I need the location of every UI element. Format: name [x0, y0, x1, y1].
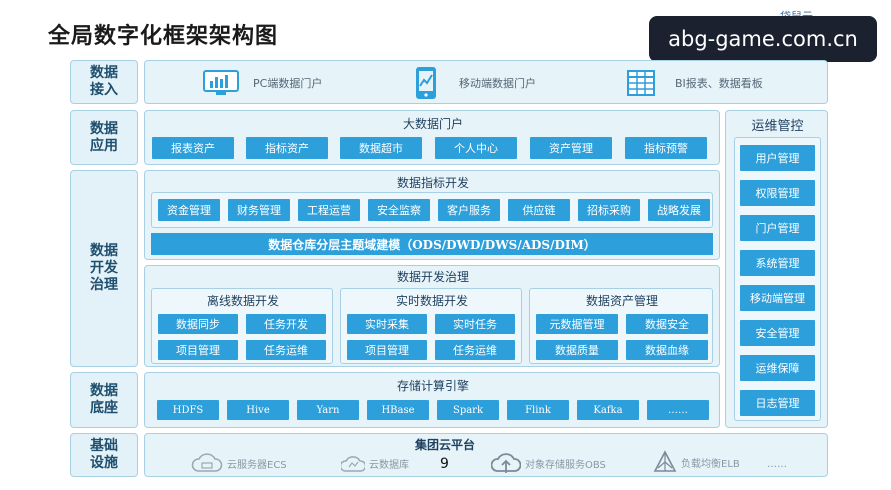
panel-title: 集团云平台: [414, 438, 475, 452]
access-bi-dashboard: BI报表、数据看板: [627, 69, 763, 97]
portal-button-data-market[interactable]: 数据超市: [340, 137, 422, 159]
label-data-development: 数据 开发 治理: [70, 170, 138, 367]
engine-button-hbase[interactable]: HBase: [367, 400, 429, 420]
ops-button-portal-mgmt[interactable]: 门户管理: [740, 215, 815, 241]
infra-elb: 负载均衡ELB: [653, 449, 740, 475]
mobile-phone-icon: [416, 67, 436, 99]
ops-button-user-mgmt[interactable]: 用户管理: [740, 145, 815, 171]
cloud-database-icon: [341, 456, 365, 472]
infra-item-label: 负载均衡ELB: [681, 458, 740, 470]
access-mobile-portal: 移动端数据门户: [415, 65, 536, 101]
engine-button-hive[interactable]: Hive: [227, 400, 289, 420]
ops-management-panel: 运维管控 用户管理 权限管理 门户管理 系统管理 移动端管理 安全管理 运维保障…: [725, 110, 828, 428]
realtime-development-group: 实时数据开发 实时采集 实时任务 项目管理 任务运维: [340, 288, 522, 364]
indicator-button-funds[interactable]: 资金管理: [158, 199, 220, 221]
offline-button-data-sync[interactable]: 数据同步: [158, 314, 238, 334]
access-pc-portal: PC端数据门户: [203, 69, 322, 97]
panel-title: 数据指标开发: [396, 176, 469, 190]
engine-button-kafka[interactable]: Kafka: [577, 400, 639, 420]
offline-button-task-dev[interactable]: 任务开发: [246, 314, 326, 334]
ops-button-ops-support[interactable]: 运维保障: [740, 355, 815, 381]
asset-button-security[interactable]: 数据安全: [626, 314, 708, 334]
label-data-access: 数据 接入: [70, 60, 138, 104]
warehouse-modeling-bar[interactable]: 数据仓库分层主题域建模（ODS/DWD/DWS/ADS/DIM）: [151, 233, 713, 255]
infra-more: ……: [767, 454, 787, 474]
indicator-button-finance[interactable]: 财务管理: [228, 199, 290, 221]
infra-item-label: 对象存储服务OBS: [525, 459, 606, 471]
group-title: 实时数据开发: [395, 294, 468, 308]
access-item-label: 移动端数据门户: [459, 77, 536, 90]
cloud-upload-icon: [491, 453, 521, 473]
load-balancer-icon: [653, 450, 677, 472]
group-cloud-panel: 集团云平台 云服务器ECS 云数据库 对象存储服务OBS 负载均衡ELB: [144, 433, 828, 477]
portal-button-personal-center[interactable]: 个人中心: [435, 137, 517, 159]
indicator-button-engineering[interactable]: 工程运营: [298, 199, 360, 221]
group-title: 数据资产管理: [585, 294, 658, 308]
panel-title: 数据开发治理: [396, 270, 469, 284]
watermark-badge: abg-game.com.cn: [649, 16, 877, 62]
infra-obs: 对象存储服务OBS: [491, 450, 606, 476]
engine-button-flink[interactable]: Flink: [507, 400, 569, 420]
indicator-button-strategy[interactable]: 战略发展: [648, 199, 710, 221]
indicator-button-safety[interactable]: 安全监察: [368, 199, 430, 221]
panel-title: 大数据门户: [402, 117, 463, 131]
portal-button-indicator-alert[interactable]: 指标预警: [625, 137, 707, 159]
asset-button-quality[interactable]: 数据质量: [536, 340, 618, 360]
realtime-button-collect[interactable]: 实时采集: [347, 314, 427, 334]
monitor-chart-icon: [203, 70, 239, 95]
engine-button-yarn[interactable]: Yarn: [297, 400, 359, 420]
infra-item-label: 云服务器ECS: [227, 459, 287, 471]
ops-button-log-mgmt[interactable]: 日志管理: [740, 390, 815, 416]
asset-button-metadata[interactable]: 元数据管理: [536, 314, 618, 334]
portal-button-indicator-assets[interactable]: 指标资产: [246, 137, 328, 159]
data-access-panel: PC端数据门户 移动端数据门户 BI报表、数据看板: [144, 60, 828, 104]
ops-items-group: 用户管理 权限管理 门户管理 系统管理 移动端管理 安全管理 运维保障 日志管理: [734, 137, 821, 421]
label-data-base: 数据 底座: [70, 372, 138, 428]
indicator-button-customer[interactable]: 客户服务: [438, 199, 500, 221]
panel-title: 存储计算引擎: [396, 379, 469, 393]
page-title: 全局数字化框架架构图: [48, 24, 279, 49]
infra-item-label: ……: [767, 458, 787, 470]
storage-engine-panel: 存储计算引擎 HDFS Hive Yarn HBase Spark Flink …: [144, 372, 720, 428]
label-infrastructure: 基础 设施: [70, 433, 138, 477]
offline-development-group: 离线数据开发 数据同步 任务开发 项目管理 任务运维: [151, 288, 333, 364]
offline-button-task-ops[interactable]: 任务运维: [246, 340, 326, 360]
realtime-button-task-ops[interactable]: 任务运维: [435, 340, 515, 360]
ops-button-system-mgmt[interactable]: 系统管理: [740, 250, 815, 276]
indicator-button-supply-chain[interactable]: 供应链: [508, 199, 570, 221]
access-item-label: BI报表、数据看板: [675, 77, 763, 90]
big-data-portal-panel: 大数据门户 报表资产 指标资产 数据超市 个人中心 资产管理 指标预警: [144, 110, 720, 165]
spreadsheet-icon: [627, 70, 655, 96]
ops-button-permission-mgmt[interactable]: 权限管理: [740, 180, 815, 206]
realtime-button-project-mgmt[interactable]: 项目管理: [347, 340, 427, 360]
indicator-button-procurement[interactable]: 招标采购: [578, 199, 640, 221]
group-title: 离线数据开发: [206, 294, 279, 308]
engine-button-more[interactable]: ……: [647, 400, 709, 420]
asset-management-group: 数据资产管理 元数据管理 数据安全 数据质量 数据血缘: [529, 288, 713, 364]
asset-button-lineage[interactable]: 数据血缘: [626, 340, 708, 360]
development-governance-panel: 数据开发治理 离线数据开发 数据同步 任务开发 项目管理 任务运维 实时数据开发…: [144, 265, 720, 367]
panel-title: 运维管控: [751, 119, 804, 134]
label-data-application: 数据 应用: [70, 110, 138, 165]
realtime-button-task[interactable]: 实时任务: [435, 314, 515, 334]
portal-button-report-assets[interactable]: 报表资产: [152, 137, 234, 159]
engine-button-spark[interactable]: Spark: [437, 400, 499, 420]
offline-button-project-mgmt[interactable]: 项目管理: [158, 340, 238, 360]
engine-button-hdfs[interactable]: HDFS: [157, 400, 219, 420]
portal-button-asset-management[interactable]: 资产管理: [530, 137, 612, 159]
indicator-development-panel: 数据指标开发 资金管理 财务管理 工程运营 安全监察 客户服务 供应链 招标采购…: [144, 170, 720, 260]
indicator-domain-group: 资金管理 财务管理 工程运营 安全监察 客户服务 供应链 招标采购 战略发展: [151, 192, 713, 228]
cloud-server-icon: [191, 453, 223, 472]
access-item-label: PC端数据门户: [253, 77, 323, 90]
ops-button-mobile-mgmt[interactable]: 移动端管理: [740, 285, 815, 311]
infra-item-label: 云数据库: [369, 459, 409, 471]
ops-button-security-mgmt[interactable]: 安全管理: [740, 320, 815, 346]
infra-ecs: 云服务器ECS: [191, 451, 287, 475]
infra-cloud-db: 云数据库: [341, 451, 409, 475]
page-number: 9: [440, 456, 449, 472]
